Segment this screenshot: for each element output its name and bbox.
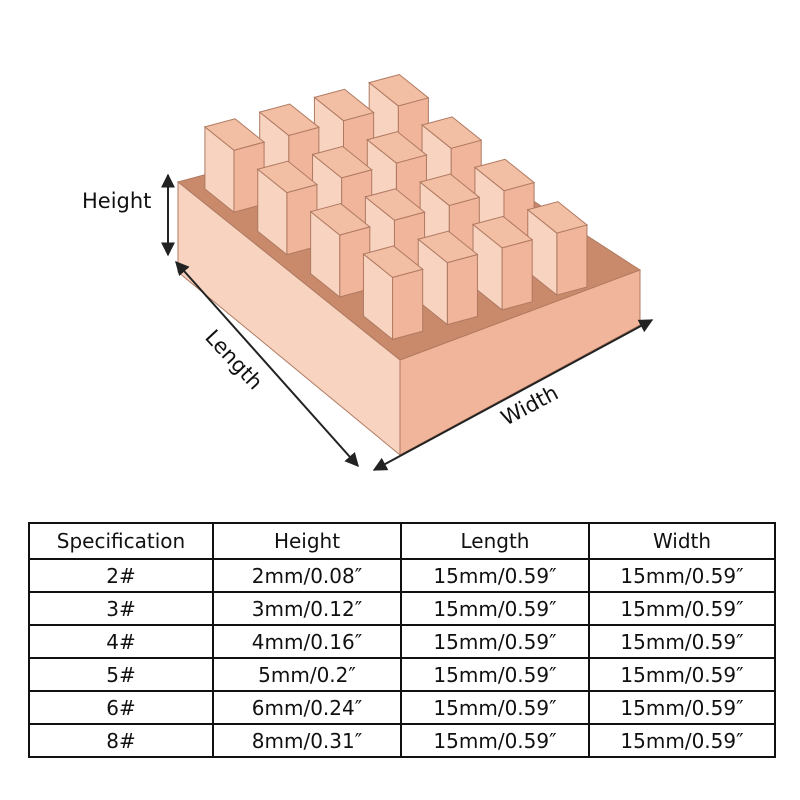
table-row: 6# 6mm/0.24″ 15mm/0.59″ 15mm/0.59″	[28, 690, 776, 725]
cell-height: 3mm/0.12″	[212, 591, 402, 626]
cell-width: 15mm/0.59″	[588, 690, 776, 725]
cell-length: 15mm/0.59″	[400, 624, 590, 659]
header-specification: Specification	[28, 522, 214, 560]
cell-spec: 2#	[28, 558, 214, 593]
cell-width: 15mm/0.59″	[588, 558, 776, 593]
cell-spec: 4#	[28, 624, 214, 659]
table-row: 5# 5mm/0.2″ 15mm/0.59″ 15mm/0.59″	[28, 657, 776, 692]
heatsink-fin	[203, 118, 266, 214]
cell-length: 15mm/0.59″	[400, 657, 590, 692]
fin-top-face	[526, 201, 589, 234]
heatsink-fin	[256, 160, 319, 256]
fin-top-face	[471, 215, 534, 249]
fin-top-face	[256, 160, 319, 194]
fin-top-face	[258, 103, 320, 137]
fin-top-face	[309, 202, 371, 236]
fin-side-face	[392, 268, 424, 341]
cell-length: 15mm/0.59″	[400, 591, 590, 626]
fin-top-face	[362, 245, 424, 278]
table-row: 2# 2mm/0.08″ 15mm/0.59″ 15mm/0.59″	[28, 558, 776, 593]
table-row: 3# 3mm/0.12″ 15mm/0.59″ 15mm/0.59″	[28, 591, 776, 626]
cell-height: 4mm/0.16″	[212, 624, 402, 659]
cell-height: 5mm/0.2″	[212, 657, 402, 692]
heatsink-fin	[471, 215, 534, 311]
fin-top-face	[366, 131, 428, 164]
cell-length: 15mm/0.59″	[400, 723, 590, 758]
cell-spec: 6#	[28, 690, 214, 725]
cell-spec: 8#	[28, 723, 214, 758]
fin-side-face	[501, 239, 533, 311]
fin-top-face	[420, 116, 483, 149]
fin-top-face	[311, 145, 373, 179]
heatsink-fin	[526, 201, 589, 297]
header-width: Width	[588, 522, 776, 560]
fin-top-face	[364, 188, 426, 221]
cell-spec: 5#	[28, 657, 214, 692]
cell-height: 6mm/0.24″	[212, 690, 402, 725]
fin-top-face	[313, 88, 375, 122]
cell-spec: 3#	[28, 591, 214, 626]
fin-side-face	[446, 253, 478, 326]
header-length: Length	[400, 522, 590, 560]
cell-length: 15mm/0.59″	[400, 558, 590, 593]
cell-height: 2mm/0.08″	[212, 558, 402, 593]
fin-top-face	[203, 118, 266, 151]
spec-table: Specification Height Length Width 2# 2mm…	[28, 522, 776, 758]
heatsink-diagram: Height Length Width	[82, 73, 654, 471]
header-height: Height	[212, 522, 402, 560]
fin-top-face	[473, 158, 536, 192]
fin-top-face	[368, 73, 430, 107]
cell-width: 15mm/0.59″	[588, 624, 776, 659]
length-arrow	[175, 260, 359, 468]
heatsink-fins	[203, 73, 589, 341]
table-row: 4# 4mm/0.16″ 15mm/0.59″ 15mm/0.59″	[28, 624, 776, 659]
cell-length: 15mm/0.59″	[400, 690, 590, 725]
cell-height: 8mm/0.31″	[212, 723, 402, 758]
cell-width: 15mm/0.59″	[588, 657, 776, 692]
table-row: 8# 8mm/0.31″ 15mm/0.59″ 15mm/0.59″	[28, 723, 776, 758]
height-label: Height	[82, 189, 151, 213]
fin-side-face	[556, 224, 588, 296]
fin-top-face	[417, 230, 479, 264]
cell-width: 15mm/0.59″	[588, 591, 776, 626]
table-header-row: Specification Height Length Width	[28, 522, 776, 560]
heatsink-fin	[417, 230, 479, 326]
width-arrow	[372, 319, 654, 471]
cell-width: 15mm/0.59″	[588, 723, 776, 758]
fin-top-face	[419, 173, 481, 207]
